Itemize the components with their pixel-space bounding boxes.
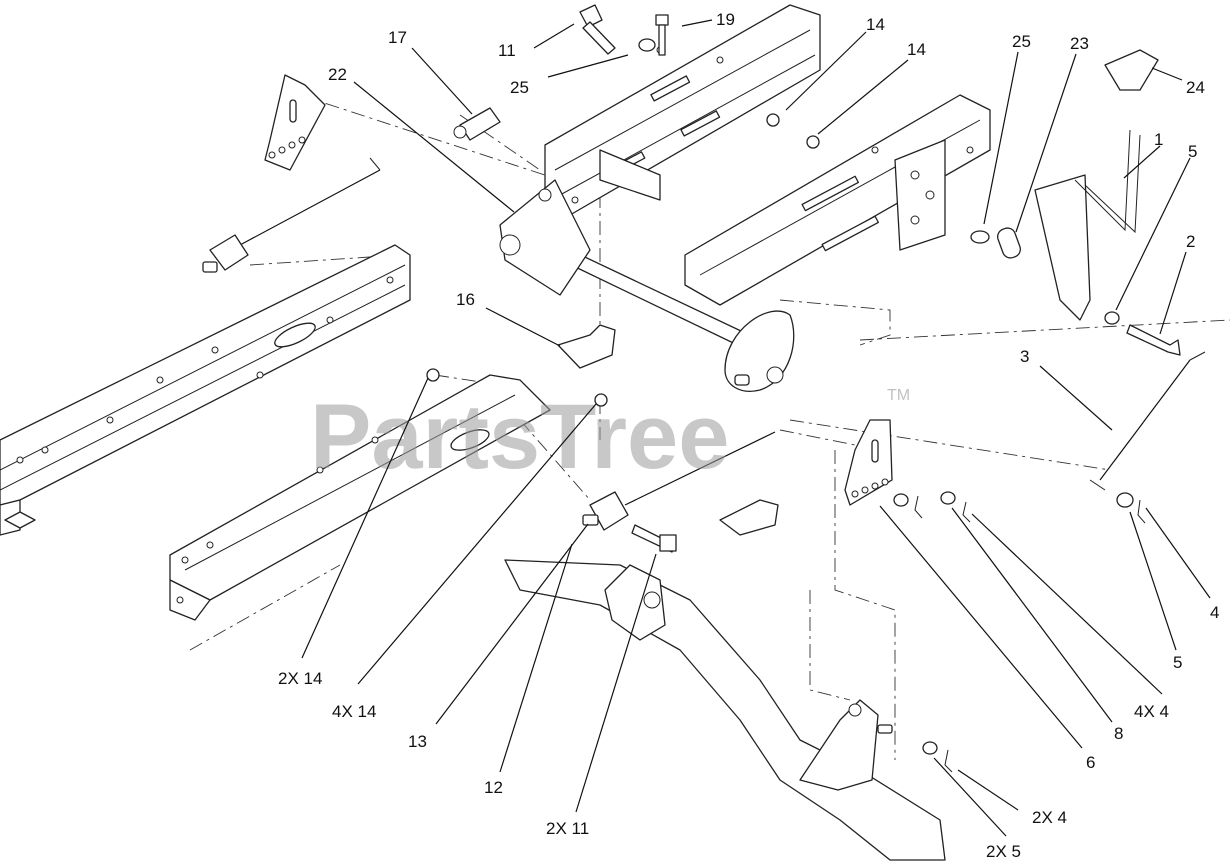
callout-12: 12	[484, 778, 503, 797]
watermark-trademark: TM	[887, 387, 910, 404]
callout-2: 2	[1186, 232, 1195, 251]
callout-3: 3	[1020, 347, 1029, 366]
center-frame-bracket	[544, 4, 821, 216]
callout-13: 13	[408, 732, 427, 751]
callout-4x4: 4X 4	[1134, 702, 1169, 721]
callout-25-left: 25	[510, 78, 529, 97]
callout-4x14: 4X 14	[332, 702, 376, 721]
lower-frame-rail	[169, 374, 551, 621]
callout-14-upper-right: 14	[907, 40, 926, 59]
callout-2x5: 2X 5	[986, 842, 1021, 861]
callout-23: 23	[1070, 34, 1089, 53]
watermark-brand: PartsTree	[310, 386, 729, 488]
right-bellcrank-plate	[844, 419, 893, 506]
callout-16: 16	[456, 290, 475, 309]
callout-24: 24	[1186, 78, 1205, 97]
callout-5-upper: 5	[1188, 142, 1197, 161]
callout-8: 8	[1114, 724, 1123, 743]
cross-shaft-assembly	[499, 179, 795, 392]
hardware	[426, 4, 1146, 773]
callout-14-upper-left: 14	[866, 15, 885, 34]
callout-2x11: 2X 11	[546, 819, 589, 838]
callout-19: 19	[716, 10, 735, 29]
right-frame-rail	[684, 94, 991, 306]
callout-labels: 11 25 19 17 22 14 14 25 23 24 1 5 2 3 16…	[278, 10, 1219, 861]
watermark: PartsTree TM	[310, 386, 910, 488]
mower-deck-linkage	[504, 559, 946, 861]
callout-2x4: 2X 4	[1032, 808, 1067, 827]
callout-17: 17	[388, 28, 407, 47]
callout-2x14: 2X 14	[278, 669, 322, 688]
left-rod-assembly	[202, 157, 381, 273]
center-rod-assembly	[582, 431, 776, 553]
callout-25-right: 25	[1012, 32, 1031, 51]
right-rod	[1089, 351, 1206, 491]
callout-6: 6	[1086, 753, 1095, 772]
callout-11: 11	[498, 41, 516, 60]
lift-lever-assembly	[970, 49, 1181, 356]
callout-5-lower: 5	[1173, 653, 1182, 672]
left-bellcrank-plate	[264, 74, 326, 171]
left-frame-rail	[0, 244, 411, 536]
callout-1: 1	[1154, 130, 1163, 149]
leader-lines	[301, 19, 1211, 837]
callout-4: 4	[1210, 603, 1219, 622]
callout-22: 22	[328, 65, 347, 84]
assembly-lines	[189, 94, 1231, 760]
